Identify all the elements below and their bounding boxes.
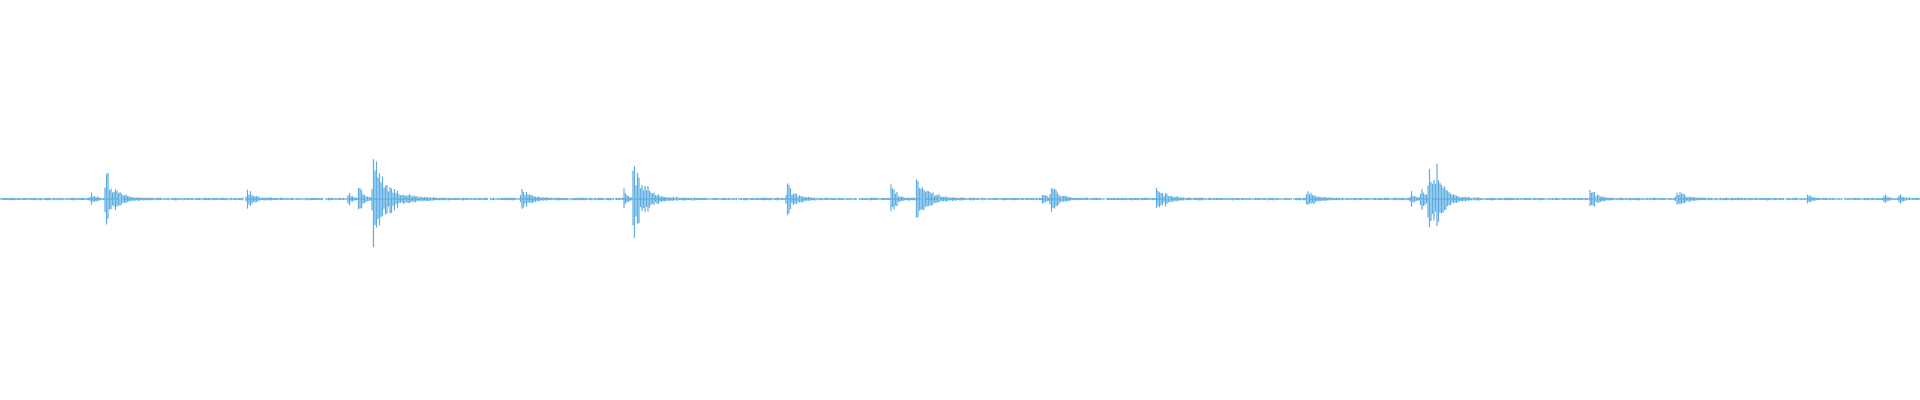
waveform-samples bbox=[2, 159, 1920, 248]
